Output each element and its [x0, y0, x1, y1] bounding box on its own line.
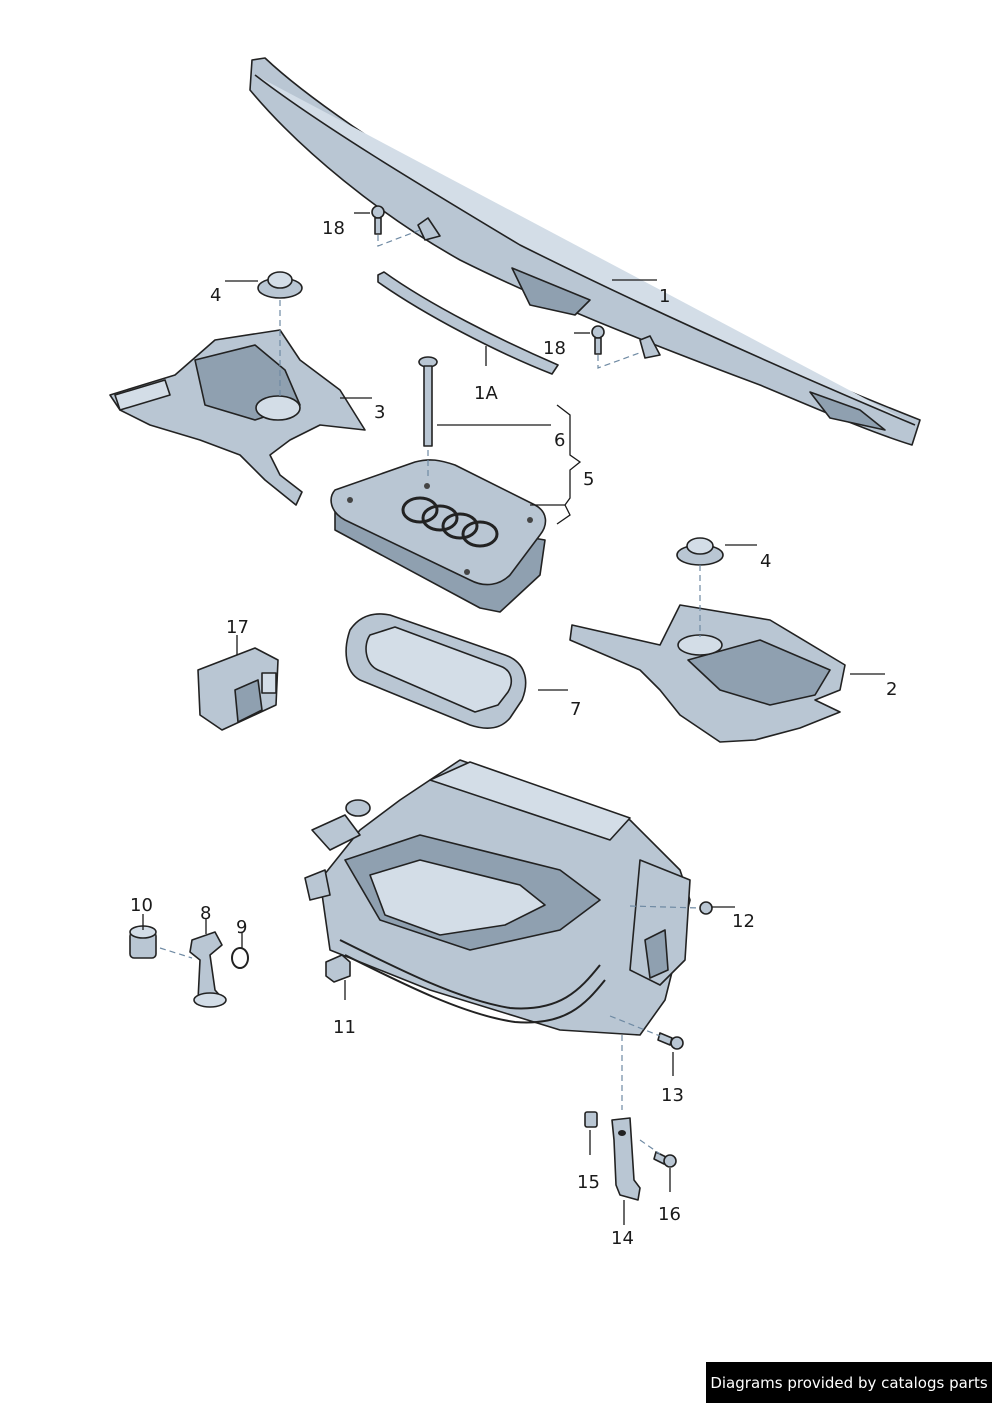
- callout-18a: 18: [322, 218, 345, 239]
- four-rings-logo: [401, 496, 499, 548]
- callout-labels: 1 1A 2 3 4 4 5 6 7 8 9 10 11 12 13 14 15…: [130, 218, 897, 1249]
- callout-3: 3: [374, 402, 385, 423]
- filter-housing-part-5: [330, 459, 547, 613]
- callout-1A: 1A: [474, 383, 498, 404]
- bolt-part-18b: [591, 325, 605, 355]
- callout-16: 16: [658, 1204, 681, 1225]
- callout-15: 15: [577, 1172, 600, 1193]
- frame-seal-part-7: [345, 613, 527, 729]
- callout-14: 14: [611, 1228, 634, 1249]
- retaining-pin-part-6: [418, 356, 438, 447]
- left-cover-part-3: [109, 329, 366, 506]
- callout-18b: 18: [543, 338, 566, 359]
- callout-1: 1: [659, 286, 670, 307]
- callout-13: 13: [661, 1085, 684, 1106]
- plenum-panel-part-1: [249, 57, 921, 446]
- clip-nut-part-15: [584, 1111, 598, 1128]
- callout-10: 10: [130, 895, 153, 916]
- bolt-part-13: [657, 1032, 684, 1050]
- bushing-part-10: [129, 925, 157, 959]
- grommet-part-4a: [257, 271, 303, 299]
- bolt-part-18a: [371, 205, 385, 235]
- bracket-part-14: [611, 1117, 641, 1201]
- callout-6: 6: [554, 430, 565, 451]
- callout-17: 17: [226, 617, 249, 638]
- assembly-dashed-lines: [159, 229, 701, 1155]
- callout-9: 9: [236, 917, 247, 938]
- callout-4a: 4: [210, 285, 221, 306]
- heater-box-assembly: [304, 759, 691, 1036]
- control-module-part-17: [197, 647, 279, 731]
- callout-8: 8: [200, 903, 211, 924]
- foam-block-part-11: [325, 954, 351, 983]
- callout-12: 12: [732, 911, 755, 932]
- seal-strip-part-1A: [377, 271, 559, 375]
- leader-lines: [142, 212, 885, 1225]
- nut-part-12: [699, 901, 713, 915]
- hose-clamp-part-9: [231, 947, 249, 969]
- drain-hose-part-8: [189, 931, 227, 1008]
- callout-4b: 4: [760, 551, 771, 572]
- credit-banner: Diagrams provided by catalogs parts: [706, 1362, 992, 1403]
- callout-11: 11: [333, 1017, 356, 1038]
- callout-5: 5: [583, 469, 594, 490]
- callout-2: 2: [886, 679, 897, 700]
- callout-7: 7: [570, 699, 581, 720]
- right-cover-part-2: [569, 604, 846, 743]
- grommet-part-4b: [676, 537, 724, 566]
- bolt-part-16: [653, 1151, 677, 1168]
